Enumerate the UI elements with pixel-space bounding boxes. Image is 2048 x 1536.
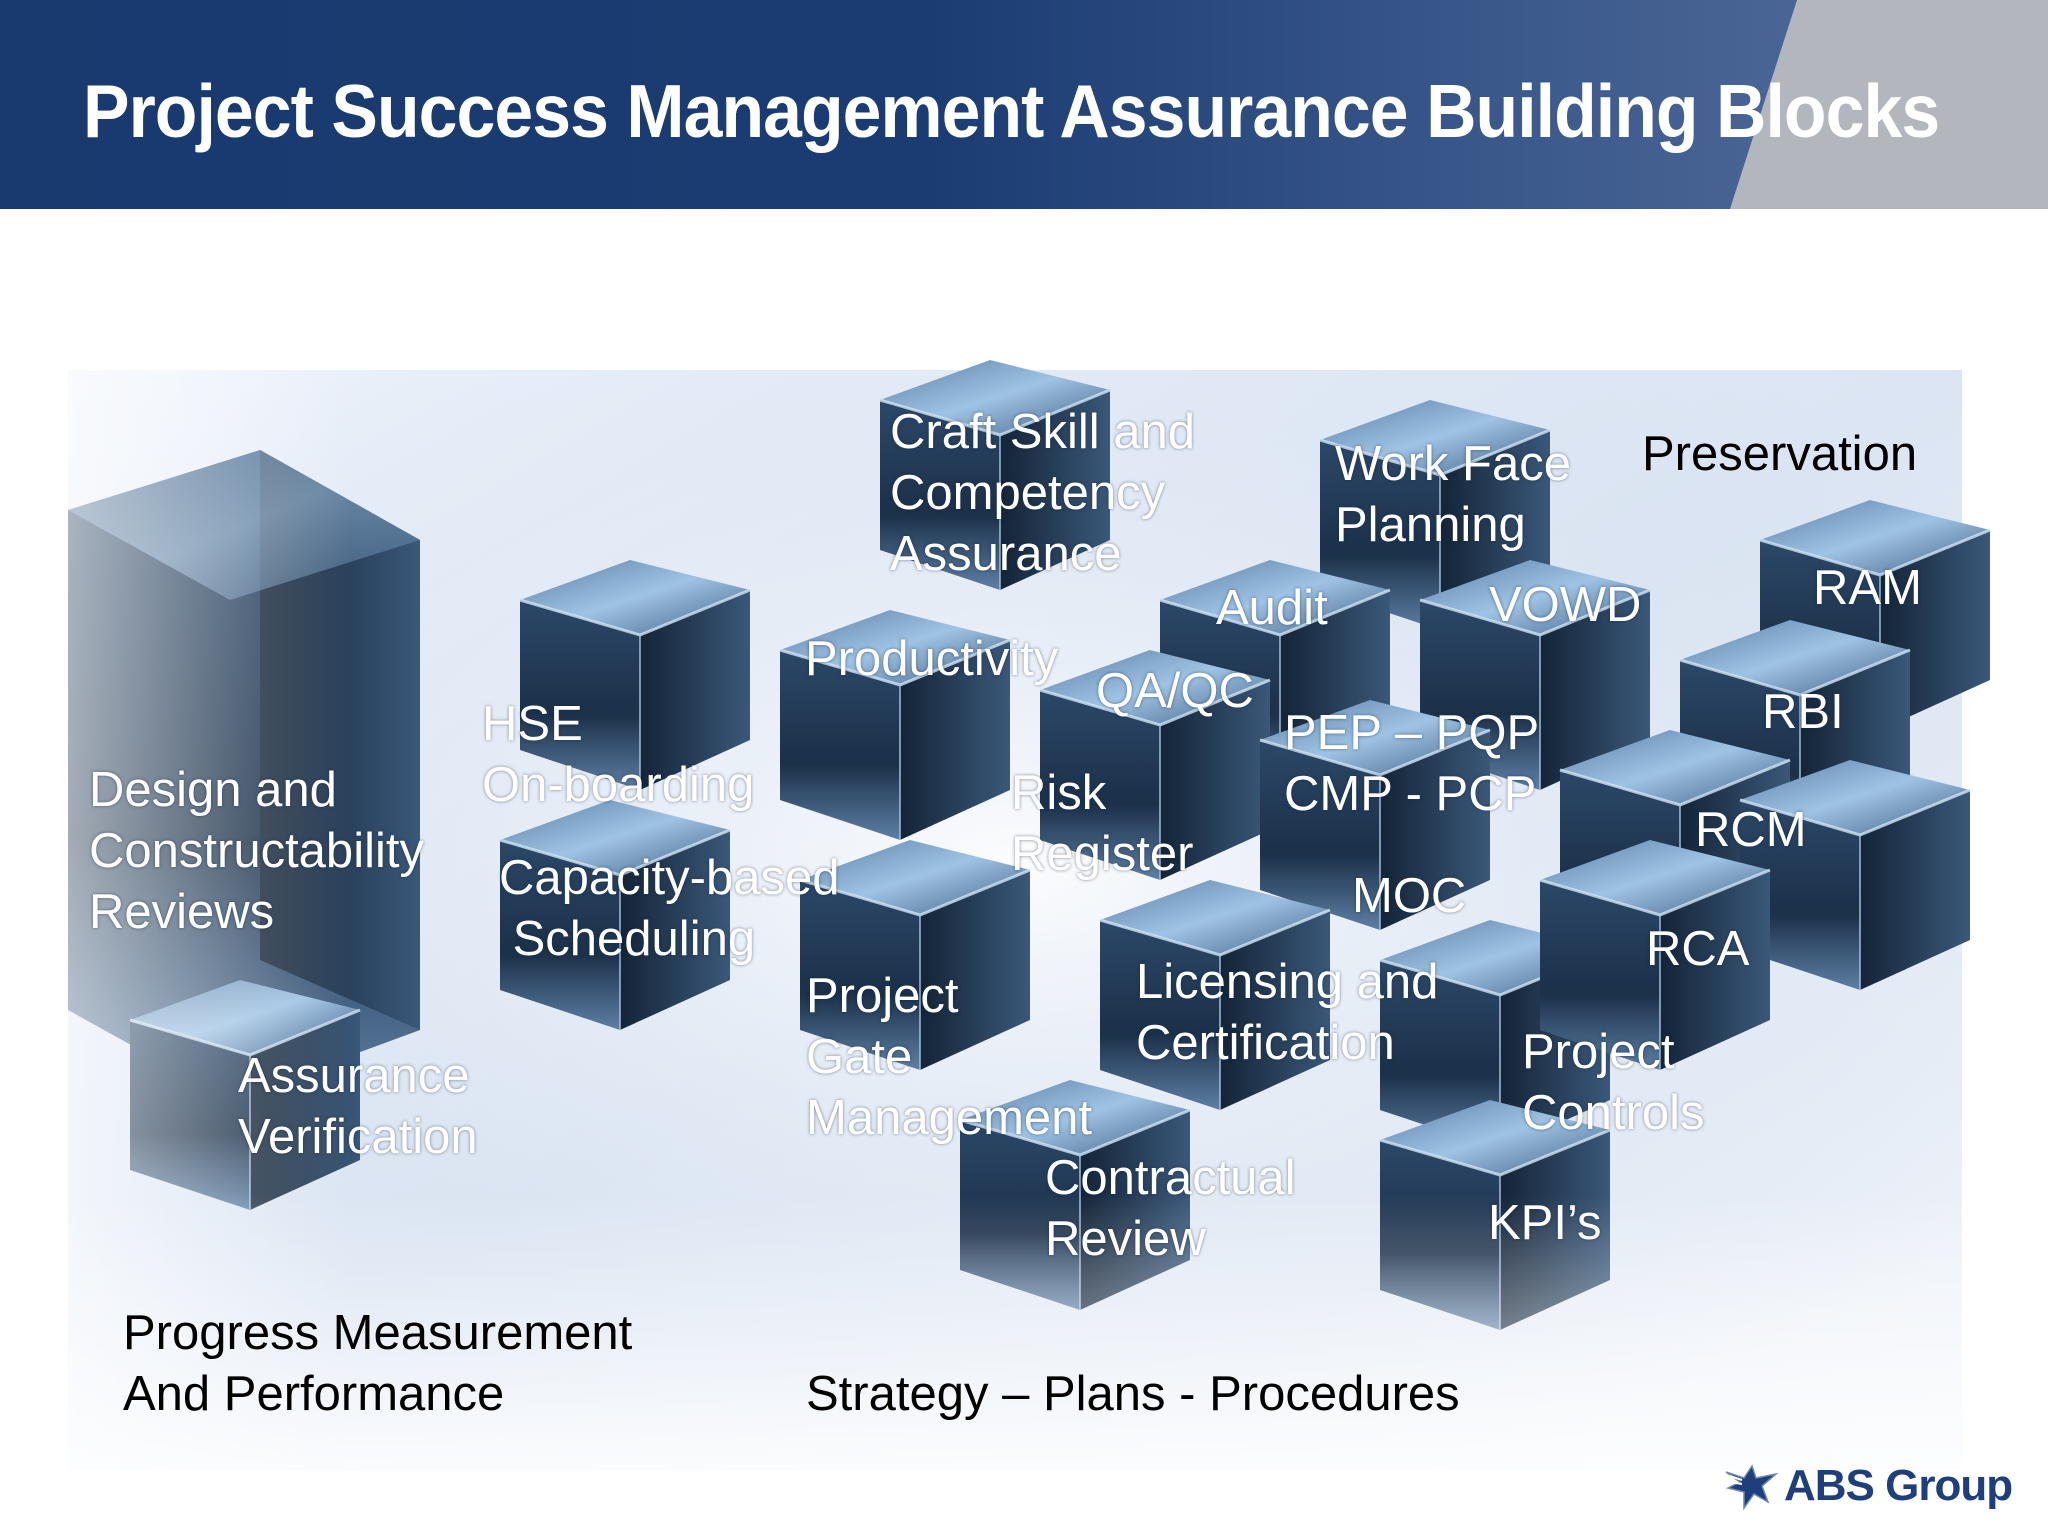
header-band (0, 0, 2048, 209)
block-label-strategy: Strategy – Plans - Procedures (806, 1367, 1460, 1421)
block-label-design-reviews: Design and Constructability Reviews (89, 763, 424, 939)
block-label-kpis: KPI’s (1488, 1196, 1602, 1250)
block-label-craft-skill: Craft Skill and Competency Assurance (890, 405, 1196, 581)
block-label-work-face-planning: Work Face Planning (1335, 437, 1571, 552)
block-label-vowd: VOWD (1489, 578, 1642, 632)
block-label-rca: RCA (1646, 922, 1750, 976)
abs-group-logo: ABS Group (1722, 1456, 2013, 1516)
eagle-icon (1725, 1464, 1779, 1511)
block-label-moc: MOC (1352, 869, 1467, 923)
block-label-preservation: Preservation (1642, 427, 1918, 481)
logo-text: ABS Group (1784, 1461, 2013, 1510)
block-label-qa-qc: QA/QC (1096, 664, 1254, 718)
block-label-rcm: RCM (1695, 803, 1807, 857)
block-label-pep-pqp: PEP – PQP CMP - PCP (1284, 706, 1540, 821)
block-label-ram: RAM (1813, 561, 1922, 615)
block-label-capacity-scheduling: Capacity-based Scheduling (499, 851, 840, 966)
block-label-contractual-review: Contractual Review (1045, 1151, 1296, 1266)
block-label-audit: Audit (1216, 581, 1328, 635)
block-label-risk-register: Risk Register (1011, 766, 1194, 881)
block-label-progress-measurement: Progress Measurement And Performance (123, 1306, 633, 1421)
block-label-project-controls: Project Controls (1522, 1025, 1705, 1140)
block-label-licensing: Licensing and Certification (1136, 955, 1439, 1070)
block-label-hse-onboarding: HSE On-boarding (482, 697, 755, 812)
block-label-rbi: RBI (1762, 685, 1844, 739)
slide-title: Project Success Management Assurance Bui… (83, 69, 1940, 153)
block-label-productivity: Productivity (805, 632, 1059, 686)
block-label-assurance-verification: Assurance Verification (238, 1049, 478, 1164)
block-label-project-gate: Project Gate Management (806, 969, 1093, 1145)
